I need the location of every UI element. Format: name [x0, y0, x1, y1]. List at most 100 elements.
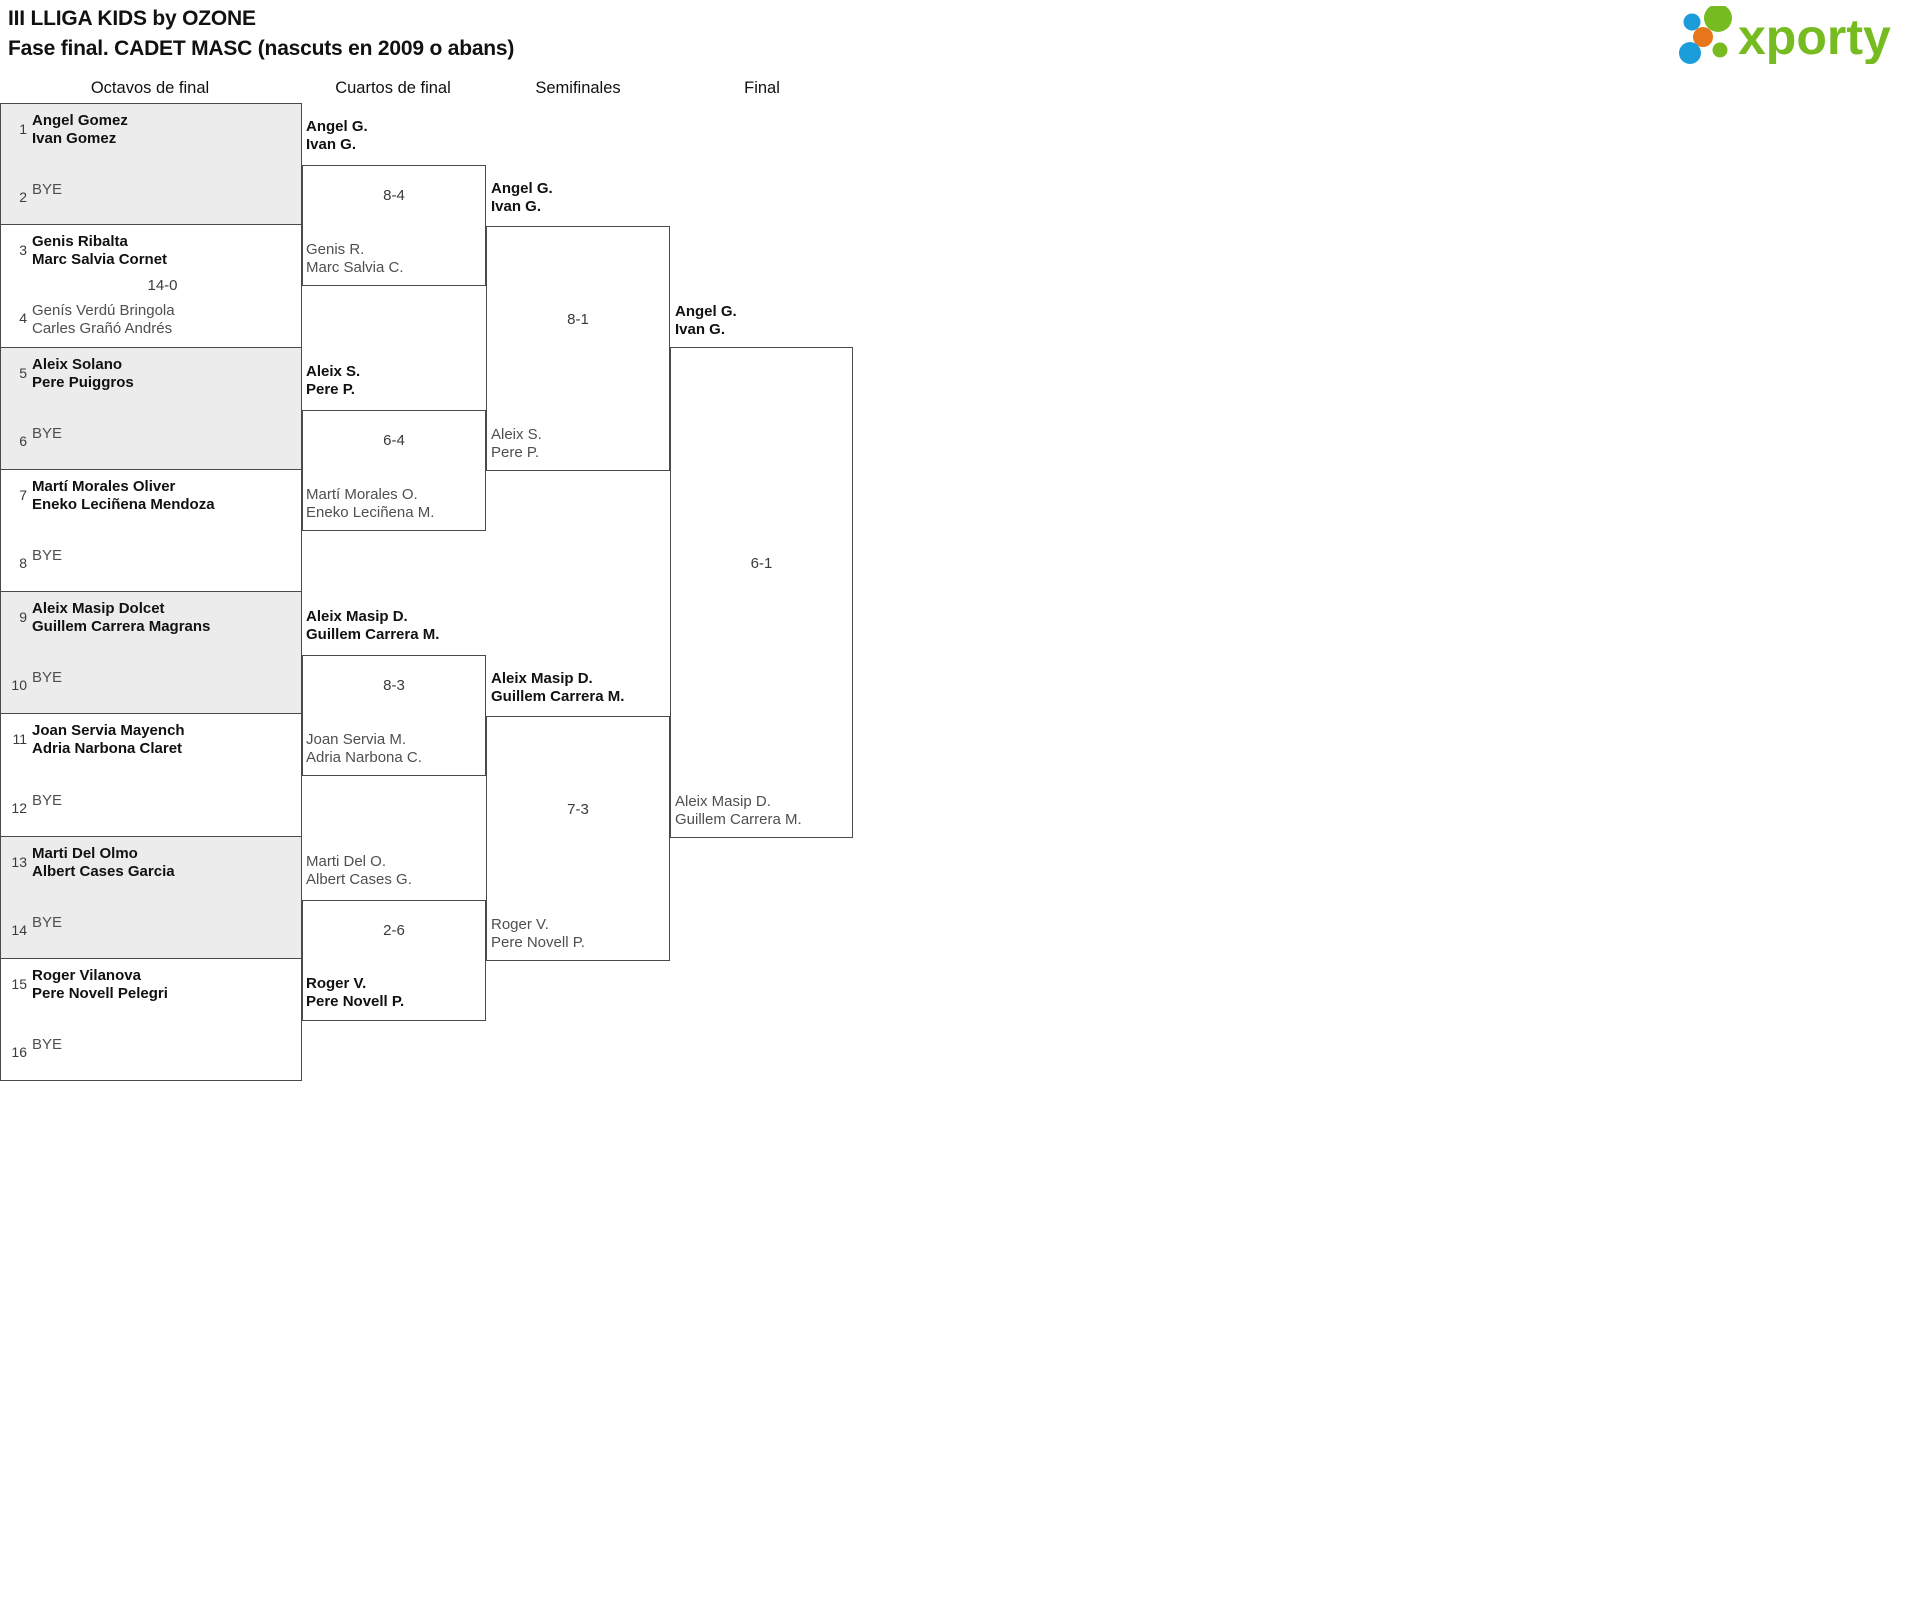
logo-dots-icon	[1679, 6, 1732, 64]
r1-slot-2[interactable]: 2 BYE	[1, 165, 301, 226]
r1-slot-16[interactable]: 16 BYE	[1, 1020, 301, 1081]
r1-slot-9[interactable]: 9 Aleix Masip Dolcet Guillem Carrera Mag…	[1, 592, 301, 653]
player-names: BYE	[32, 547, 297, 565]
seed-number: 7	[19, 486, 27, 503]
player-name: Genís Verdú Bringola	[32, 302, 175, 320]
player-name: Adria Narbona C.	[306, 749, 422, 766]
match-score: 6-1	[750, 555, 773, 572]
qf2-box[interactable]: 6-4	[302, 410, 486, 531]
logo-wordmark: xporty	[1738, 9, 1891, 64]
r1-slot-12[interactable]: 12 BYE	[1, 776, 301, 837]
r1-slot-5[interactable]: 5 Aleix Solano Pere Puiggros	[1, 348, 301, 409]
seed-number: 9	[19, 609, 27, 626]
player-name: Eneko Leciñena Mendoza	[32, 495, 215, 513]
sf2-box[interactable]: 7-3	[486, 716, 670, 961]
player-name: Ivan G.	[675, 321, 726, 338]
player-name: Pere Puiggros	[32, 373, 134, 391]
r1-match-6[interactable]: 11 Joan Servia Mayench Adria Narbona Cla…	[0, 714, 302, 837]
seed-number: 11	[12, 731, 27, 748]
seed-number: 14	[11, 921, 27, 938]
qf1-bottom-entry[interactable]: Genis R. Marc Salvia C.	[306, 241, 404, 277]
round-header-semifinales: Semifinales	[535, 79, 621, 97]
sf1-top-entry[interactable]: Angel G. Ivan G.	[491, 180, 553, 216]
final-bottom-entry[interactable]: Aleix Masip D. Guillem Carrera M.	[675, 793, 802, 829]
player-name: Carles Grañó Andrés	[32, 320, 173, 338]
player-name: Albert Cases Garcia	[32, 862, 175, 880]
player-name: Joan Servia M.	[306, 731, 407, 748]
qf2-bottom-entry[interactable]: Martí Morales O. Eneko Leciñena M.	[306, 486, 434, 522]
match-score: 6-4	[383, 432, 405, 449]
player-name: Marc Salvia C.	[306, 259, 404, 276]
player-name: Joan Servia Mayench	[32, 722, 185, 740]
qf3-box[interactable]: 8-3	[302, 655, 486, 776]
player-names: Angel Gomez Ivan Gomez	[32, 112, 297, 148]
player-name: Aleix Masip D.	[491, 670, 593, 687]
round1-column: 1 Angel Gomez Ivan Gomez 2 BYE 3 Genis R…	[0, 103, 302, 1082]
r1-slot-10[interactable]: 10 BYE	[1, 653, 301, 714]
sf1-bottom-entry[interactable]: Aleix S. Pere P.	[491, 426, 542, 462]
seed-number: 4	[19, 310, 27, 327]
sf2-bottom-entry[interactable]: Roger V. Pere Novell P.	[491, 916, 585, 952]
seed-number: 10	[11, 677, 27, 694]
player-name: Ivan G.	[306, 136, 357, 153]
player-name: Pere P.	[306, 381, 355, 398]
r1-match-3[interactable]: 5 Aleix Solano Pere Puiggros 6 BYE	[0, 347, 302, 470]
qf4-box[interactable]: 2-6	[302, 900, 486, 1021]
player-names: Martí Morales Oliver Eneko Leciñena Mend…	[32, 478, 297, 514]
qf4-top-entry[interactable]: Marti Del O. Albert Cases G.	[306, 853, 412, 889]
player-names: BYE	[32, 425, 297, 443]
player-name: Ivan G.	[491, 198, 542, 215]
round-header-cuartos: Cuartos de final	[335, 79, 451, 97]
r1-slot-3[interactable]: 3 Genis Ribalta Marc Salvia Cornet	[1, 225, 301, 286]
r1-match-7[interactable]: 13 Marti Del Olmo Albert Cases Garcia 14…	[0, 836, 302, 960]
final-top-entry[interactable]: Angel G. Ivan G.	[675, 303, 737, 339]
r1-slot-6[interactable]: 6 BYE	[1, 409, 301, 470]
r1-slot-7[interactable]: 7 Martí Morales Oliver Eneko Leciñena Me…	[1, 470, 301, 531]
r1-match-5[interactable]: 9 Aleix Masip Dolcet Guillem Carrera Mag…	[0, 592, 302, 715]
page-title: III LLIGA KIDS by OZONE Fase final. CADE…	[8, 4, 514, 64]
player-name: Pere Novell P.	[306, 993, 405, 1010]
round-header-octavos: Octavos de final	[90, 79, 210, 97]
seed-number: 1	[19, 121, 27, 137]
tournament-subtitle: Fase final. CADET MASC (nascuts en 2009 …	[8, 37, 515, 60]
player-names: Marti Del Olmo Albert Cases Garcia	[32, 845, 297, 881]
r1-slot-13[interactable]: 13 Marti Del Olmo Albert Cases Garcia	[1, 837, 301, 898]
player-name: Aleix S.	[306, 363, 361, 380]
r1-match-1[interactable]: 1 Angel Gomez Ivan Gomez 2 BYE	[0, 103, 302, 226]
qf3-top-entry[interactable]: Aleix Masip D. Guillem Carrera M.	[306, 608, 439, 644]
player-name: Martí Morales Oliver	[32, 477, 176, 495]
player-name: Genis R.	[306, 241, 365, 258]
player-name: Pere P.	[491, 444, 540, 461]
r1-slot-8[interactable]: 8 BYE	[1, 531, 301, 592]
qf1-top-entry[interactable]: Angel G. Ivan G.	[306, 118, 368, 154]
player-name: Marti Del O.	[306, 853, 387, 870]
qf3-bottom-entry[interactable]: Joan Servia M. Adria Narbona C.	[306, 731, 422, 767]
player-names: Joan Servia Mayench Adria Narbona Claret	[32, 722, 297, 758]
player-name: Guillem Carrera Magrans	[32, 618, 211, 636]
sf1-box[interactable]: 8-1	[486, 226, 670, 471]
qf1-box[interactable]: 8-4	[302, 165, 486, 286]
qf2-top-entry[interactable]: Aleix S. Pere P.	[306, 363, 360, 399]
match-score: 14-0	[147, 277, 178, 295]
player-name: Roger V.	[306, 975, 367, 992]
r1-match-2[interactable]: 3 Genis Ribalta Marc Salvia Cornet 14-0 …	[0, 225, 302, 348]
r1-slot-14[interactable]: 14 BYE	[1, 898, 301, 959]
seed-number: 12	[11, 799, 27, 816]
player-name: Albert Cases G.	[306, 871, 412, 888]
r1-match-4[interactable]: 7 Martí Morales Oliver Eneko Leciñena Me…	[0, 469, 302, 593]
player-name: Ivan Gomez	[32, 130, 117, 147]
bye-label: BYE	[32, 424, 63, 442]
r1-match-8[interactable]: 15 Roger Vilanova Pere Novell Pelegri 16…	[0, 959, 302, 1082]
r1-slot-15[interactable]: 15 Roger Vilanova Pere Novell Pelegri	[1, 959, 301, 1020]
r1-slot-4[interactable]: 4 Genís Verdú Bringola Carles Grañó Andr…	[1, 286, 301, 347]
player-name: Pere Novell P.	[491, 934, 585, 951]
r1-slot-11[interactable]: 11 Joan Servia Mayench Adria Narbona Cla…	[1, 714, 301, 775]
player-name: Guillem Carrera M.	[491, 688, 625, 705]
match-score: 2-6	[383, 922, 405, 939]
sf2-top-entry[interactable]: Aleix Masip D. Guillem Carrera M.	[491, 670, 624, 706]
final-box[interactable]: 6-1	[670, 347, 853, 838]
bye-label: BYE	[32, 791, 63, 809]
seed-number: 3	[19, 242, 27, 259]
qf4-bottom-entry[interactable]: Roger V. Pere Novell P.	[306, 975, 404, 1011]
r1-slot-1[interactable]: 1 Angel Gomez Ivan Gomez	[1, 104, 301, 165]
